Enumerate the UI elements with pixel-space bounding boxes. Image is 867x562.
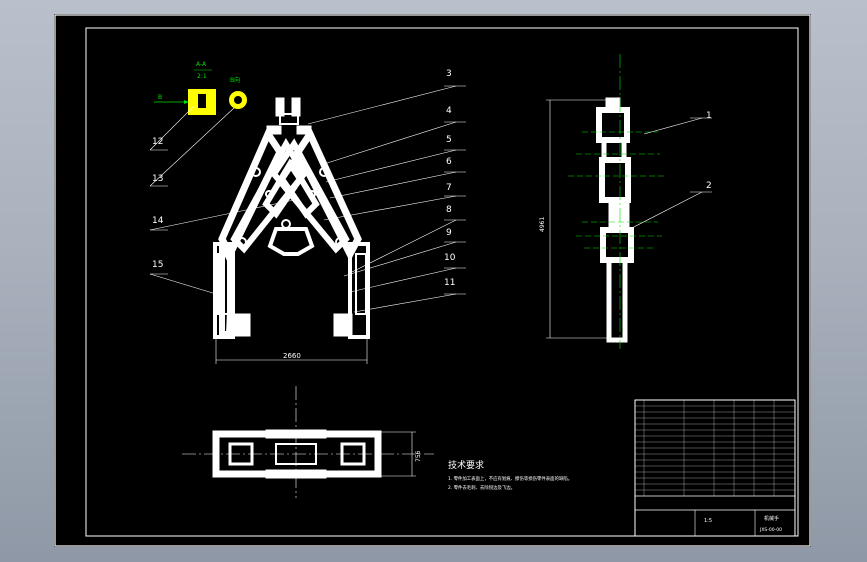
- side-finger-base: [600, 227, 634, 263]
- view-label-b: B: [158, 94, 162, 101]
- balloon-number-6: 6: [446, 157, 452, 167]
- balloon-number-2: 2: [706, 181, 712, 191]
- side-cylinder: [599, 157, 631, 203]
- section-detail: A-A 2:1 B B向: [154, 61, 247, 115]
- balloon-leader: [643, 117, 703, 135]
- bom-frame: [634, 399, 796, 537]
- pivot-pin: [281, 219, 291, 229]
- balloon-leader: [149, 105, 195, 151]
- right-finger-slot: [355, 253, 367, 315]
- right-finger: [348, 242, 370, 339]
- balloon-number-5: 5: [446, 135, 452, 145]
- drawing-sheet: 2660 A-A 2:1 B B向 4961: [54, 14, 811, 547]
- side-view: 4961: [539, 54, 666, 349]
- detail-label: B向: [230, 76, 240, 84]
- pivot-pin: [335, 237, 345, 247]
- balloon-number-4: 4: [446, 106, 452, 116]
- balloon-leader: [307, 85, 457, 125]
- bottom-view: 756: [182, 386, 434, 498]
- left-jaw: [231, 313, 251, 337]
- balloon-number-14: 14: [152, 216, 164, 226]
- pivot-pin: [265, 190, 273, 198]
- pivot-pin: [308, 190, 316, 198]
- tech-req-line-2: 2. 零件去毛刺、去除锐边及飞边。: [448, 484, 515, 491]
- balloon-number-15: 15: [152, 260, 163, 270]
- center-block: [267, 227, 315, 256]
- balloon-leader: [323, 121, 457, 165]
- balloon-leader: [149, 199, 295, 231]
- right-jaw: [333, 313, 353, 337]
- balloon-leader: [323, 195, 457, 221]
- pivot-pin: [319, 167, 329, 177]
- left-cross-link: [230, 137, 308, 254]
- tech-requirements: 技术要求 1. 零件加工表面上，不应有划痕、擦伤等损伤零件表面的缺陷。 2. 零…: [448, 459, 572, 491]
- right-cross-link: [270, 138, 350, 254]
- balloon-leader: [353, 293, 457, 313]
- top-block: [279, 113, 299, 125]
- outer-border: [54, 14, 811, 547]
- tb-drawing-no: JXS-00-00: [759, 527, 782, 533]
- balloon-number-13: 13: [152, 174, 163, 184]
- top-lug-right: [291, 97, 301, 117]
- balloon-number-1: 1: [706, 111, 712, 121]
- balloon-leader: [343, 241, 457, 277]
- tb-scale: 1:5: [704, 518, 712, 524]
- balloon-number-8: 8: [446, 205, 452, 215]
- side-finger: [606, 257, 628, 343]
- arrow-head-icon: [184, 100, 189, 104]
- section-scale: 2:1: [197, 73, 207, 80]
- balloon-number-9: 9: [446, 228, 452, 238]
- dim-side-height: 4961: [539, 217, 546, 232]
- bottom-center: [275, 443, 317, 465]
- dim-bottom-height: 756: [415, 450, 422, 462]
- balloon-leader: [623, 191, 703, 233]
- pivot-pin: [251, 167, 261, 177]
- balloon-number-3: 3: [446, 69, 452, 79]
- balloon-leader: [149, 107, 235, 187]
- tech-req-title: 技术要求: [448, 459, 484, 471]
- tb-name: 机械手: [764, 515, 779, 522]
- bottom-pocket-left: [228, 442, 254, 466]
- balloon-leader: [149, 273, 217, 295]
- bottom-top-bar: [265, 429, 327, 439]
- balloon-leader: [349, 267, 457, 293]
- balloon-leader: [351, 219, 457, 273]
- pivot-pin: [237, 237, 247, 247]
- tech-req-line-1: 1. 零件加工表面上，不应有划痕、擦伤等损伤零件表面的缺陷。: [448, 475, 572, 482]
- front-view: 2660: [213, 97, 370, 364]
- bom-table: 1:5 机械手 JXS-00-00: [634, 399, 796, 537]
- left-finger: [213, 242, 235, 339]
- bottom-pocket-right: [340, 442, 366, 466]
- balloon-number-10: 10: [444, 253, 456, 263]
- left-finger-slot: [217, 253, 229, 315]
- side-lower-block: [608, 199, 630, 231]
- inner-border: [85, 27, 799, 537]
- dim-gripper-width: 2660: [283, 352, 301, 360]
- section-name: A-A: [196, 61, 207, 68]
- balloon-number-7: 7: [446, 183, 452, 193]
- side-upper-body: [596, 107, 630, 143]
- right-inner-link: [262, 158, 304, 219]
- cad-drawing: 2660 A-A 2:1 B B向 4961: [54, 14, 811, 547]
- pivot-pin: [287, 146, 297, 156]
- balloon-leader: [329, 171, 457, 199]
- balloon-number-12: 12: [152, 137, 163, 147]
- bottom-bottom-bar: [265, 469, 327, 479]
- balloon-number-11: 11: [444, 278, 455, 288]
- section-hole: [198, 94, 206, 108]
- washer-hole: [234, 96, 242, 104]
- balloon-leader: [325, 149, 457, 183]
